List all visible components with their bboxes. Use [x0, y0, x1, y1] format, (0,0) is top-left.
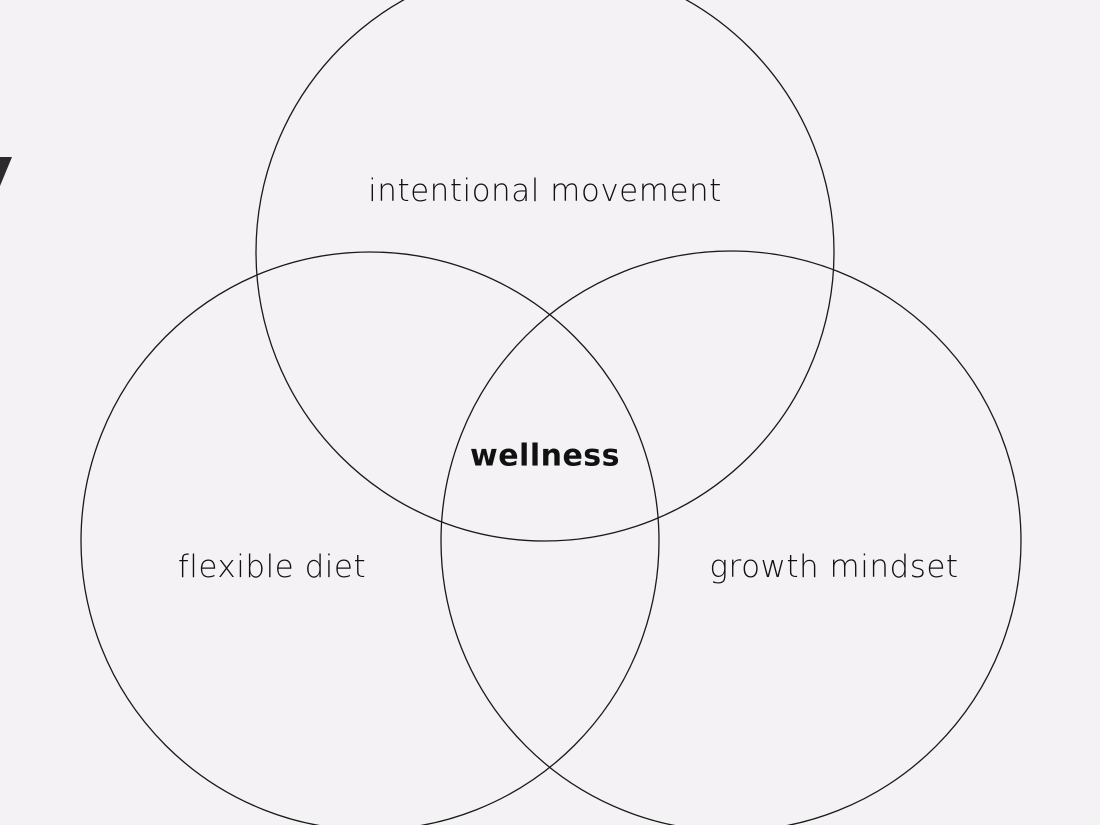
label-wellness: wellness: [469, 438, 621, 474]
label-flexible-diet: flexible diet: [177, 549, 367, 585]
circle-intentional-movement: [255, 0, 835, 542]
label-intentional-movement: intentional movement: [368, 173, 722, 209]
partial-triangle-shape: [0, 157, 12, 186]
circle-flexible-diet: [80, 251, 660, 825]
label-growth-mindset: growth mindset: [709, 549, 959, 585]
circle-growth-mindset: [440, 250, 1022, 825]
